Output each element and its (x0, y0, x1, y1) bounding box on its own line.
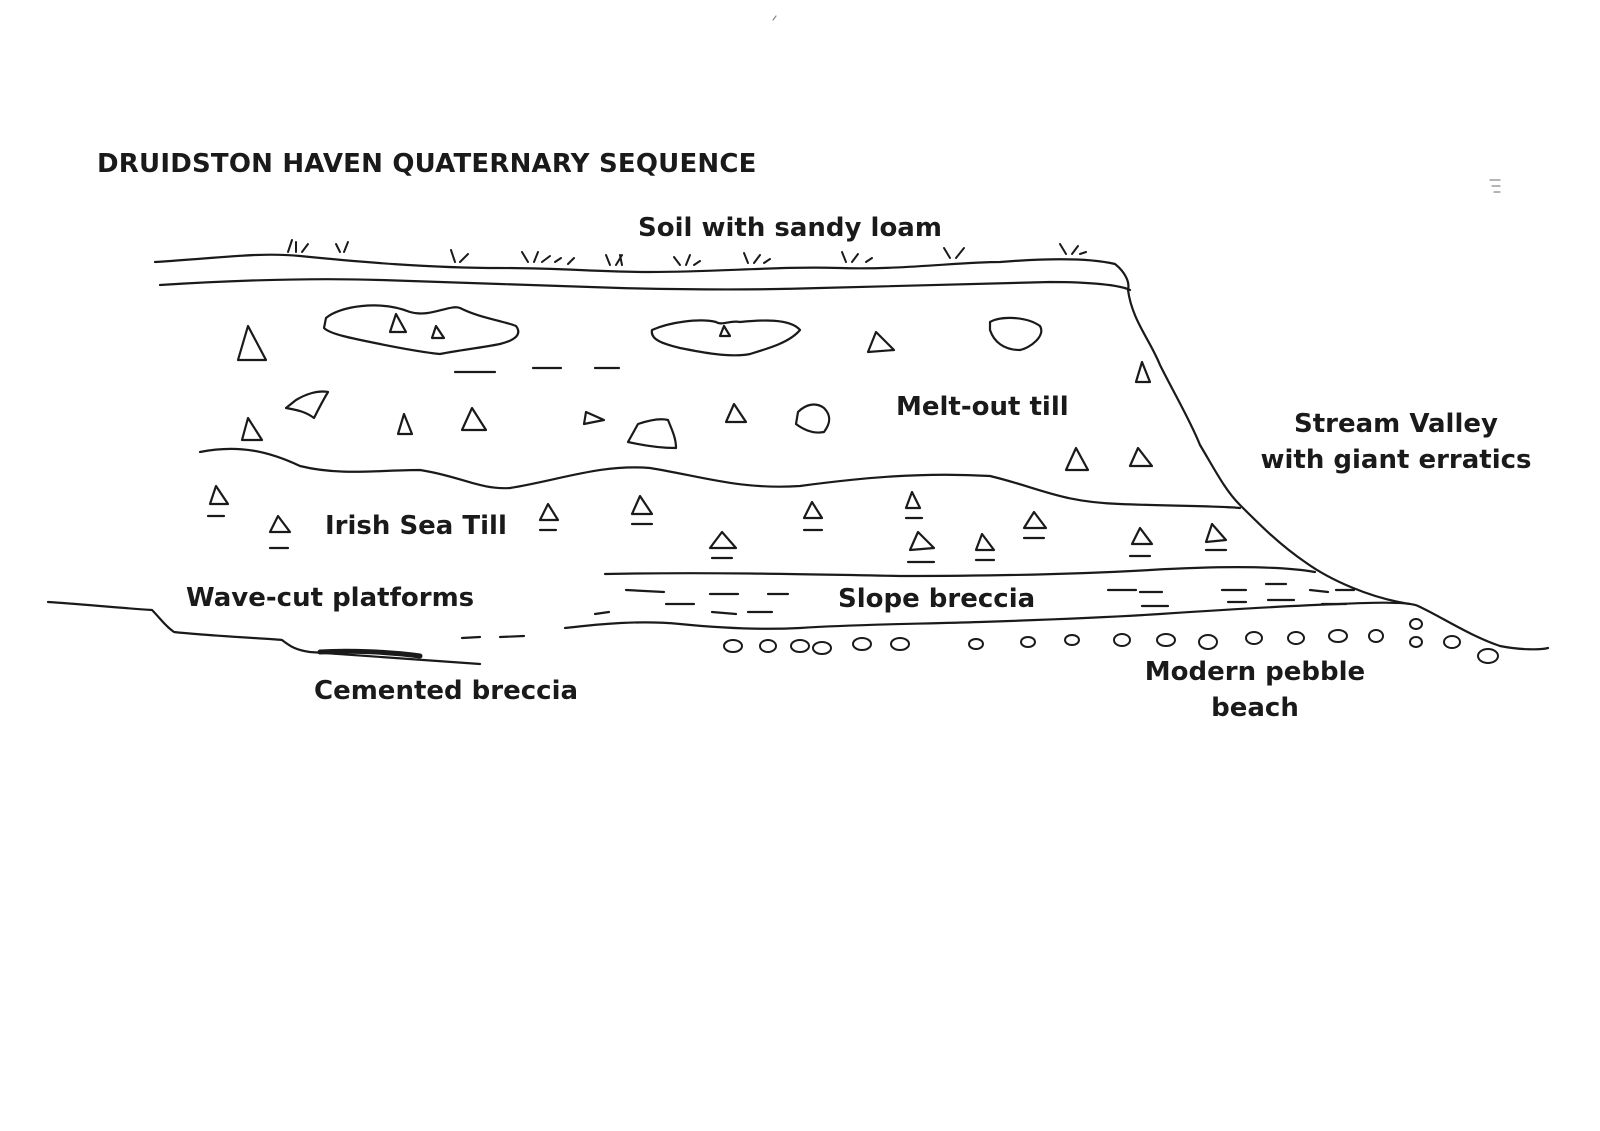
cemented-breccia-lens (320, 651, 420, 656)
label-stream-valley: Stream Valley with giant erratics (1256, 406, 1536, 478)
label-melt-out-till: Melt-out till (896, 392, 1069, 422)
label-modern-pebble-beach: Modern pebble beach (1130, 654, 1380, 726)
label-wave-cut-platforms: Wave-cut platforms (186, 583, 475, 613)
cliff-face (1128, 290, 1410, 604)
label-modern-pebble-beach-line2: beach (1211, 693, 1299, 723)
label-stream-valley-line1: Stream Valley (1294, 409, 1498, 439)
melt-out-till-base-line (200, 449, 1240, 508)
triangle-clasts (210, 314, 1226, 550)
label-modern-pebble-beach-line1: Modern pebble (1144, 657, 1366, 687)
ground-surface-line (155, 255, 1128, 290)
melt-out-till-clasts (286, 305, 1041, 448)
melt-out-till-dashes (455, 368, 619, 372)
grass-tufts (288, 240, 1086, 265)
slope-breccia-dashes (595, 584, 1354, 614)
label-soil: Soil with sandy loam (638, 213, 942, 243)
label-irish-sea-till: Irish Sea Till (325, 511, 507, 541)
platform-dashes (462, 636, 524, 638)
label-stream-valley-line2: with giant erratics (1260, 445, 1532, 475)
label-cemented-breccia: Cemented breccia (314, 676, 579, 706)
paper-specks (773, 16, 1500, 192)
beach-pebbles (724, 619, 1498, 663)
wave-cut-platform-profile (48, 602, 480, 664)
irish-sea-till-base-line (605, 567, 1315, 576)
irish-sea-till-dashes (208, 516, 1226, 562)
soil-base-line (160, 279, 1130, 290)
label-slope-breccia: Slope breccia (838, 584, 1036, 614)
diagram-title: DRUIDSTON HAVEN QUATERNARY SEQUENCE (97, 149, 757, 179)
beach-surface-line (565, 603, 1548, 650)
